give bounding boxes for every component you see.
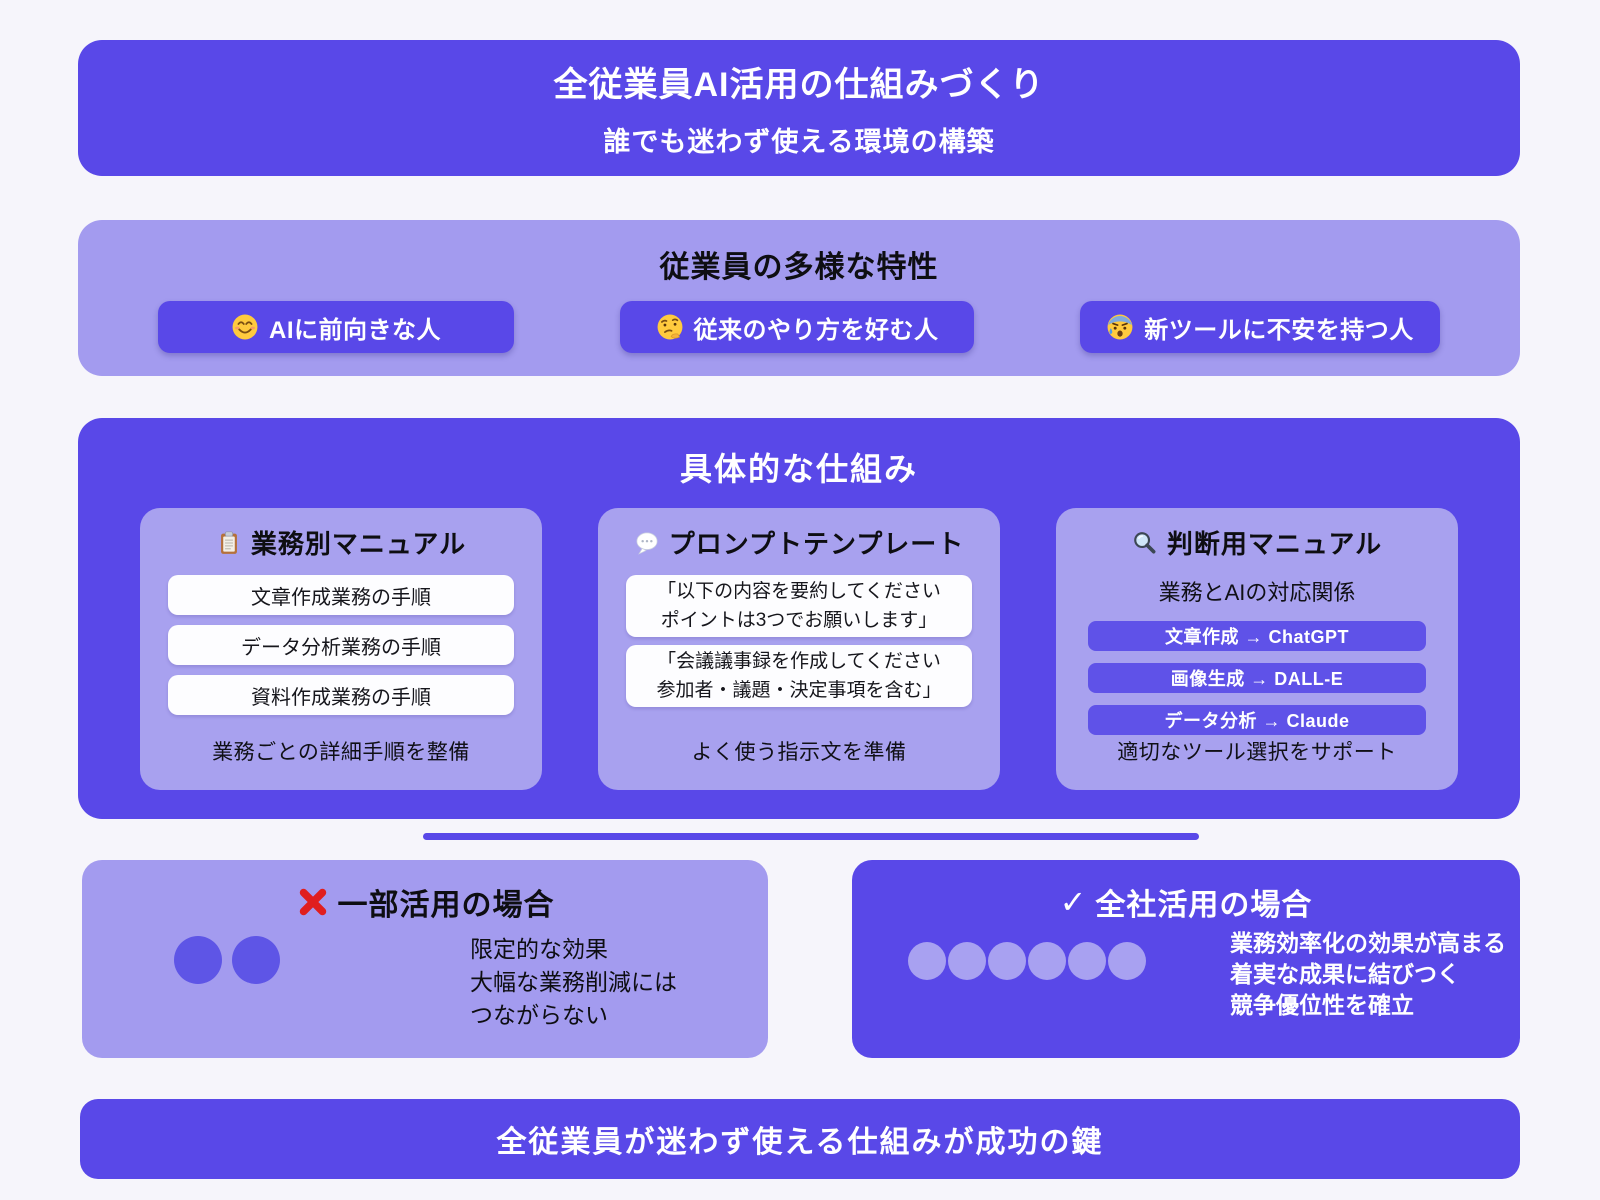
header-banner: 全従業員AI活用の仕組みづくり 誰でも迷わず使える環境の構築 bbox=[78, 40, 1520, 176]
prompt-example: 「会議議事録を作成してください 参加者・議題・決定事項を含む」 bbox=[626, 645, 972, 707]
traits-row: AIに前向きな人 従来のやり方を好む人 bbox=[78, 301, 1520, 353]
trait-anxious-label: 新ツールに不安を持つ人 bbox=[1144, 316, 1414, 344]
trait-anxious-button[interactable]: 新ツールに不安を持つ人 bbox=[1080, 301, 1440, 353]
judgement-manual-card-title-row: 判断用マニュアル bbox=[1084, 524, 1430, 561]
thinking-face-emoji-icon bbox=[656, 313, 684, 341]
page-title: 全従業員AI活用の仕組みづくり bbox=[553, 66, 1045, 104]
prompt-template-card-footer: よく使う指示文を準備 bbox=[691, 741, 907, 764]
smiling-face-emoji-icon bbox=[231, 313, 259, 341]
trait-positive-label: AIに前向きな人 bbox=[269, 316, 441, 344]
usage-dot bbox=[1028, 942, 1066, 980]
full-use-box: ✓ 全社活用の場合 業務効率化の効果が高まる 着実な成果に結びつく 競争優位性を… bbox=[852, 860, 1520, 1058]
full-use-line: 競争優位性を確立 bbox=[1230, 992, 1414, 1018]
prompt-example-line: 参加者・議題・決定事項を含む」 bbox=[656, 679, 942, 701]
footer-banner: 全従業員が迷わず使える仕組みが成功の鍵 bbox=[80, 1099, 1520, 1179]
usage-dot bbox=[908, 942, 946, 980]
prompt-template-card-title: プロンプトテンプレート bbox=[668, 529, 965, 559]
manual-by-task-card: 業務別マニュアル 文章作成業務の手順 データ分析業務の手順 資料作成業務の手順 … bbox=[140, 508, 542, 790]
usage-dot bbox=[948, 942, 986, 980]
partial-use-line: 限定的な効果 bbox=[470, 936, 608, 962]
check-mark-icon: ✓ bbox=[1059, 884, 1088, 920]
full-use-dots bbox=[908, 942, 1146, 980]
partial-use-description: 限定的な効果 大幅な業務削減には つながらない bbox=[470, 933, 677, 1032]
judgement-manual-card-footer: 適切なツール選択をサポート bbox=[1117, 741, 1397, 764]
anxious-face-sweat-emoji-icon bbox=[1106, 313, 1134, 341]
manual-by-task-card-title-row: 業務別マニュアル bbox=[168, 524, 514, 561]
cross-mark-icon bbox=[296, 885, 330, 919]
tool-mapping-row: データ分析 → Claude bbox=[1088, 705, 1426, 735]
section-divider-line bbox=[423, 833, 1199, 840]
magnifying-glass-emoji-icon bbox=[1132, 530, 1158, 556]
usage-dot bbox=[1068, 942, 1106, 980]
mechanism-section-title: 具体的な仕組み bbox=[679, 451, 918, 487]
clipboard-emoji-icon bbox=[216, 530, 242, 556]
footer-message: 全従業員が迷わず使える仕組みが成功の鍵 bbox=[496, 1126, 1104, 1159]
tool-mapping-row: 文章作成 → ChatGPT bbox=[1088, 621, 1426, 651]
mechanism-section: 具体的な仕組み bbox=[78, 418, 1520, 819]
partial-use-dots bbox=[174, 936, 280, 984]
prompt-template-card-title-row: プロンプトテンプレート bbox=[626, 524, 972, 561]
mechanism-cards: 業務別マニュアル 文章作成業務の手順 データ分析業務の手順 資料作成業務の手順 … bbox=[78, 508, 1520, 790]
usage-dot bbox=[174, 936, 222, 984]
partial-use-title-row: 一部活用の場合 bbox=[82, 880, 768, 924]
usage-dot bbox=[232, 936, 280, 984]
prompt-example-line: 「会議議事録を作成してください bbox=[657, 650, 941, 672]
judgement-manual-card: 判断用マニュアル 業務とAIの対応関係 文章作成 → ChatGPT 画像生成 … bbox=[1056, 508, 1458, 790]
trait-traditional-label: 従来のやり方を好む人 bbox=[693, 316, 939, 344]
trait-traditional-button[interactable]: 従来のやり方を好む人 bbox=[620, 301, 974, 353]
full-use-title: 全社活用の場合 bbox=[1095, 889, 1313, 922]
manual-item: 資料作成業務の手順 bbox=[168, 675, 514, 715]
prompt-example-line: ポイントは3つでお願いします」 bbox=[660, 609, 938, 631]
prompt-example-line: 「以下の内容を要約してください bbox=[657, 580, 941, 602]
partial-use-title: 一部活用の場合 bbox=[337, 889, 555, 922]
prompt-template-card: プロンプトテンプレート 「以下の内容を要約してください ポイントは3つでお願いし… bbox=[598, 508, 1000, 790]
partial-use-line: つながらない bbox=[470, 1002, 608, 1028]
full-use-line: 着実な成果に結びつく bbox=[1230, 961, 1460, 987]
tool-mapping-row: 画像生成 → DALL-E bbox=[1088, 663, 1426, 693]
full-use-line: 業務効率化の効果が高まる bbox=[1230, 930, 1506, 956]
manual-item: データ分析業務の手順 bbox=[168, 625, 514, 665]
full-use-description: 業務効率化の効果が高まる 着実な成果に結びつく 競争優位性を確立 bbox=[1230, 928, 1506, 1021]
trait-positive-button[interactable]: AIに前向きな人 bbox=[158, 301, 514, 353]
page-subtitle: 誰でも迷わず使える環境の構築 bbox=[603, 127, 995, 157]
manual-by-task-card-title: 業務別マニュアル bbox=[250, 529, 467, 559]
judgement-manual-card-title: 判断用マニュアル bbox=[1166, 529, 1383, 559]
traits-section-title: 従業員の多様な特性 bbox=[659, 251, 939, 284]
manual-by-task-card-footer: 業務ごとの詳細手順を整備 bbox=[212, 741, 470, 764]
full-use-title-row: ✓ 全社活用の場合 bbox=[852, 880, 1520, 924]
manual-item: 文章作成業務の手順 bbox=[168, 575, 514, 615]
judgement-manual-subtitle: 業務とAIの対応関係 bbox=[1158, 580, 1356, 605]
partial-use-box: 一部活用の場合 限定的な効果 大幅な業務削減には つながらない bbox=[82, 860, 768, 1058]
usage-dot bbox=[988, 942, 1026, 980]
prompt-example: 「以下の内容を要約してください ポイントは3つでお願いします」 bbox=[626, 575, 972, 637]
traits-section: 従業員の多様な特性 AIに前向きな人 bbox=[78, 220, 1520, 376]
usage-dot bbox=[1108, 942, 1146, 980]
speech-balloon-emoji-icon bbox=[634, 530, 660, 556]
partial-use-line: 大幅な業務削減には bbox=[470, 969, 677, 995]
